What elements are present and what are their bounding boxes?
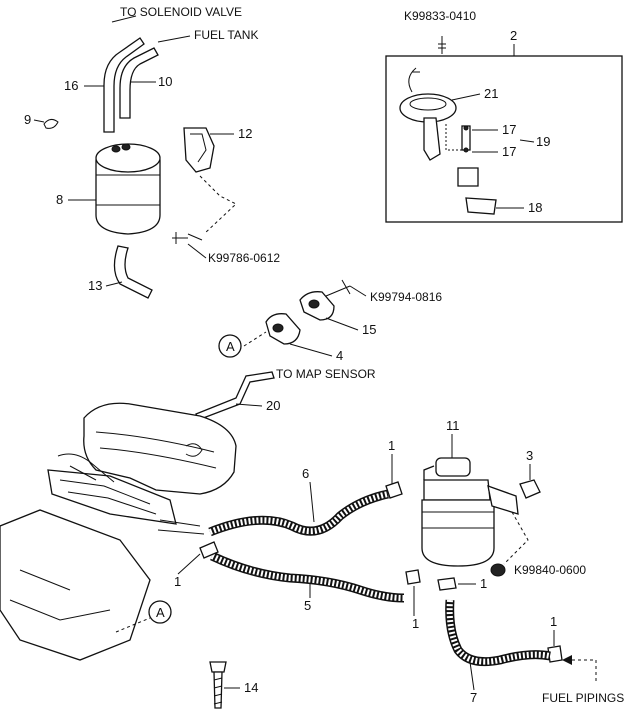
callout-7: 7 (470, 690, 477, 705)
fuel-pump-assembly (385, 36, 623, 223)
callout-2: 2 (510, 28, 517, 43)
canister-8 (95, 159, 161, 235)
callout-15: 15 (362, 322, 376, 337)
clamp-mid-bottom (405, 569, 421, 585)
label-k0410: K99833-0410 (404, 9, 476, 23)
callout-11: 11 (446, 418, 460, 433)
bolt-14 (209, 661, 227, 709)
fuel-rail-lines (57, 453, 115, 483)
ref-a-bottom-label: A (156, 605, 165, 620)
assembly-box-2 (385, 55, 623, 223)
callout-1-e: 1 (550, 614, 557, 629)
label-fuel-tank: FUEL TANK (194, 28, 258, 42)
ref-a-top-label: A (226, 339, 235, 354)
callout-21: 21 (484, 86, 498, 101)
fuel-hose-5 (210, 551, 405, 603)
intake-manifold (0, 402, 237, 661)
dashed-leader-bracket (199, 175, 237, 235)
callout-13: 13 (88, 278, 102, 293)
bracket-12 (183, 127, 215, 173)
hose-10 (119, 47, 159, 119)
callout-18: 18 (528, 200, 542, 215)
label-k0816: K99794-0816 (370, 290, 442, 304)
callout-5: 5 (304, 598, 311, 613)
strainer-18 (465, 197, 497, 215)
fuel-pipings-arrow (566, 659, 597, 684)
callout-1-d: 1 (480, 576, 487, 591)
callout-9: 9 (24, 112, 31, 127)
callout-1-c: 1 (412, 616, 419, 631)
callout-4: 4 (336, 348, 343, 363)
engine-block (0, 509, 151, 661)
screw-k0410 (438, 36, 446, 54)
callout-17-a: 17 (502, 122, 516, 137)
clamp-mid-top (385, 481, 403, 499)
clamp-filter-bottom (437, 577, 457, 591)
callout-6: 6 (302, 466, 309, 481)
label-k0612: K99786-0612 (208, 251, 280, 265)
callout-10: 10 (158, 74, 172, 89)
label-to-solenoid-valve: TO SOLENOID VALVE (120, 5, 242, 19)
callout-20: 20 (266, 398, 280, 413)
vacuum-hose-20 (195, 371, 275, 421)
callout-12: 12 (238, 126, 252, 141)
filter-bracket (487, 485, 519, 515)
nut-k0600 (490, 563, 506, 577)
bolt-k0612 (172, 232, 203, 244)
callout-1-b: 1 (174, 574, 181, 589)
callout-3: 3 (526, 448, 533, 463)
pump-motor (457, 167, 479, 187)
fuel-filter-11 (421, 457, 519, 567)
canister-assembly (43, 37, 237, 299)
ref-circle-a-top (218, 334, 242, 358)
callout-8: 8 (56, 192, 63, 207)
callout-19: 19 (536, 134, 550, 149)
label-k0600: K99840-0600 (514, 563, 586, 577)
label-to-map-sensor: TO MAP SENSOR (276, 367, 376, 381)
callout-1-a: 1 (388, 438, 395, 453)
callout-17-b: 17 (502, 144, 516, 159)
callout-16: 16 (64, 78, 78, 93)
bolt-k0816 (325, 279, 351, 297)
label-fuel-pipings: FUEL PIPINGS (542, 691, 624, 705)
clamps (199, 481, 563, 663)
hose-16 (103, 37, 145, 133)
clip-9 (43, 118, 59, 129)
bolt-3 (519, 479, 541, 499)
clamp-left (199, 541, 219, 559)
insulator-group (218, 279, 351, 358)
callout-14: 14 (244, 680, 258, 695)
hose-13 (113, 245, 153, 299)
ref-circle-a-bottom (148, 600, 172, 624)
